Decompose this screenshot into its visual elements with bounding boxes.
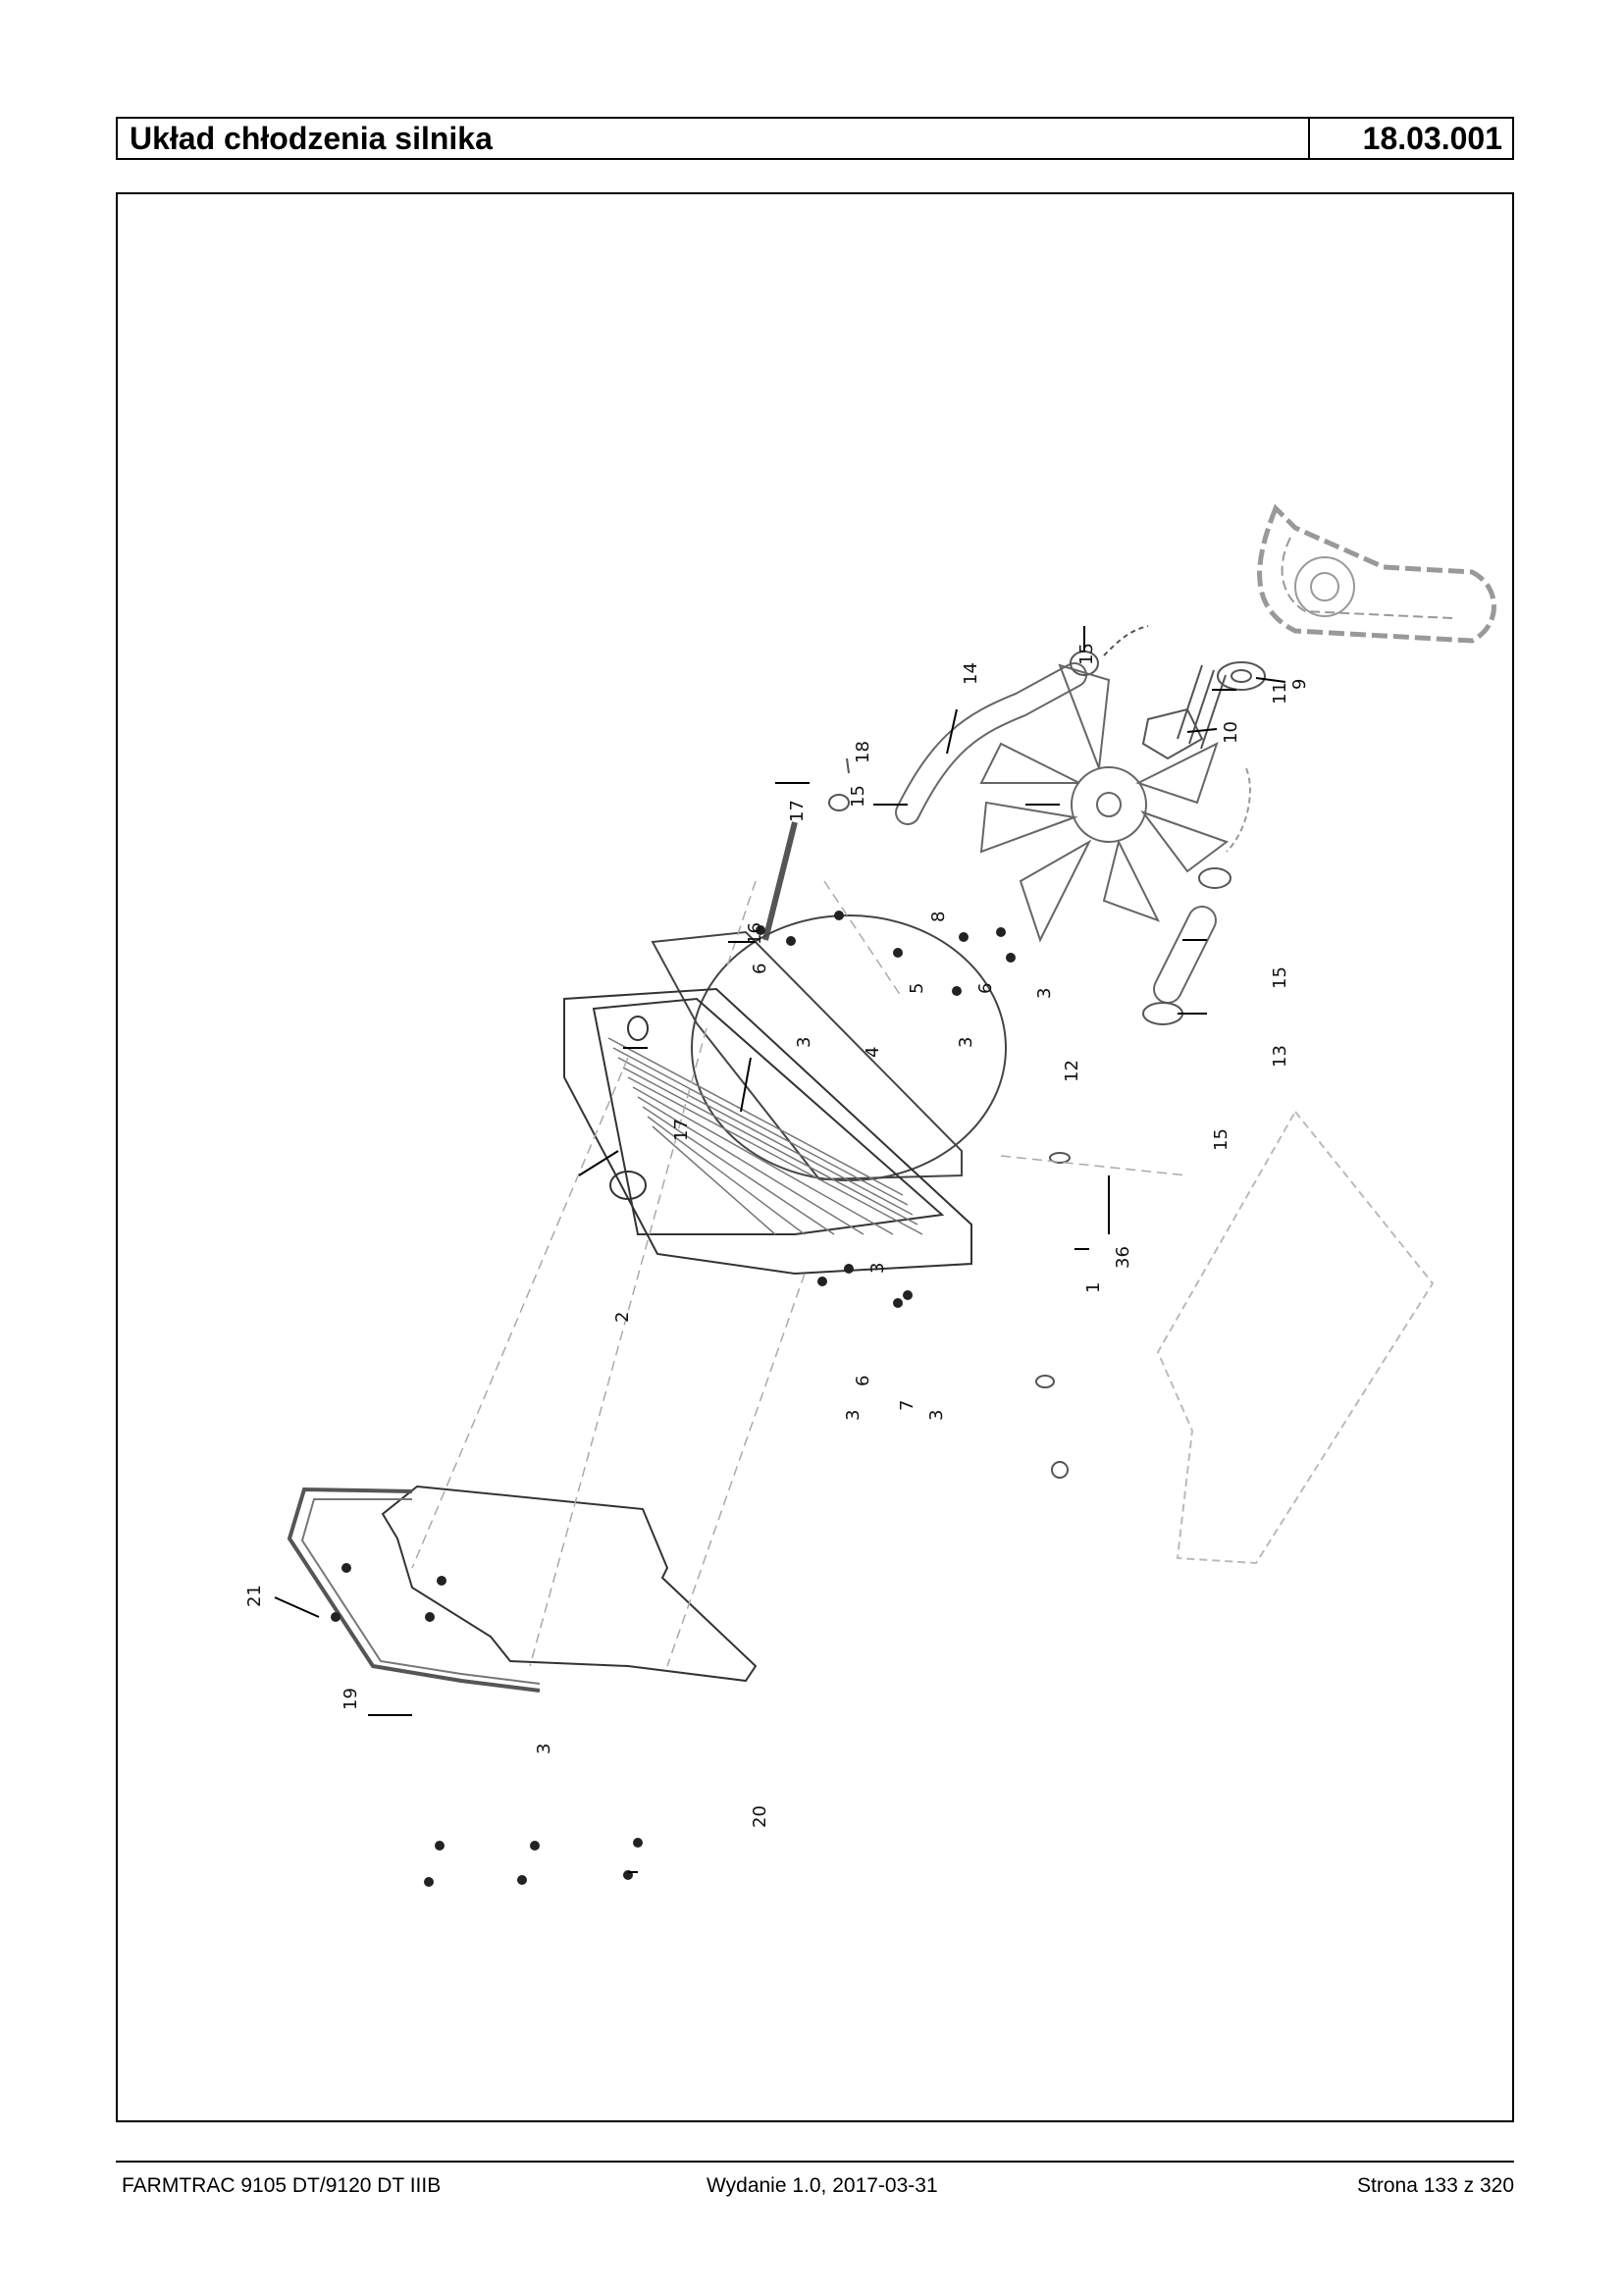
section-code: 18.03.001	[1362, 121, 1502, 156]
radiator	[563, 987, 972, 1276]
callout-label: 18	[853, 741, 873, 763]
overflow-tube	[762, 821, 798, 941]
callout-label: 6	[975, 983, 996, 994]
callout-label: 10	[1221, 721, 1241, 744]
callout-label: 21	[244, 1585, 265, 1607]
callout-label: 16	[745, 922, 765, 945]
callout-label: 3	[843, 1410, 864, 1421]
callout-label: 3	[867, 1263, 888, 1274]
callout-label: 17	[671, 1119, 692, 1141]
seal-strip	[287, 1487, 541, 1693]
fan-blades	[979, 663, 1230, 943]
callout-label: 7	[897, 1400, 917, 1411]
pulley	[1217, 661, 1266, 691]
callout-label: 4	[863, 1047, 883, 1058]
footer-page-number: Strona 133 z 320	[1357, 2174, 1514, 2197]
spacer	[1141, 707, 1204, 760]
callout-label: 3	[1034, 988, 1055, 999]
callout-label: 12	[1062, 1060, 1082, 1082]
callout-label: 19	[341, 1688, 361, 1710]
callout-label: 1	[1083, 1282, 1104, 1293]
callout-label: 3	[926, 1410, 947, 1421]
background-plate	[1156, 1110, 1435, 1565]
page-header: Układ chłodzenia silnika 18.03.001	[116, 117, 1514, 160]
callout-label: 11	[1270, 682, 1290, 704]
parts-diagram: 1 2 3 3 3 3 3 3 3 4 5 6 6 6 7 8 9 10 11 …	[244, 503, 1496, 1887]
footer-model: FARMTRAC 9105 DT/9120 DT IIIB	[122, 2174, 442, 2197]
callout-label: 15	[1211, 1128, 1231, 1151]
diagram-frame: 1 2 3 3 3 3 3 3 3 4 5 6 6 6 7 8 9 10 11 …	[116, 192, 1514, 2122]
callout-label: 9	[1289, 679, 1310, 690]
clamp	[1198, 867, 1231, 889]
callout-label: 3	[956, 1037, 976, 1048]
footer-edition: Wydanie 1.0, 2017-03-31	[707, 2174, 938, 2197]
fan-shroud	[651, 930, 963, 1181]
callout-label: 6	[853, 1376, 873, 1386]
callout-label: 5	[907, 983, 927, 994]
callout-label: 36	[1113, 1246, 1133, 1269]
callout-label: 15	[848, 785, 868, 808]
page-title: Układ chłodzenia silnika	[118, 119, 1310, 158]
footer-divider	[116, 2161, 1514, 2163]
callout-label: 8	[928, 912, 949, 922]
callout-label: 15	[1270, 966, 1290, 989]
clamp	[1142, 1002, 1183, 1025]
callout-label: 3	[794, 1037, 814, 1048]
callout-label: 6	[750, 964, 770, 974]
clamp	[1070, 651, 1099, 676]
callout-label: 2	[612, 1312, 633, 1323]
fan-belt	[1257, 503, 1496, 644]
callout-label: 14	[961, 662, 981, 685]
callout-label: 15	[1076, 643, 1097, 665]
callout-label: 20	[750, 1805, 770, 1828]
callout-label: 17	[787, 800, 808, 822]
callout-label: 13	[1270, 1045, 1290, 1068]
callout-label: 3	[534, 1744, 554, 1754]
bottom-plate	[381, 1485, 758, 1683]
